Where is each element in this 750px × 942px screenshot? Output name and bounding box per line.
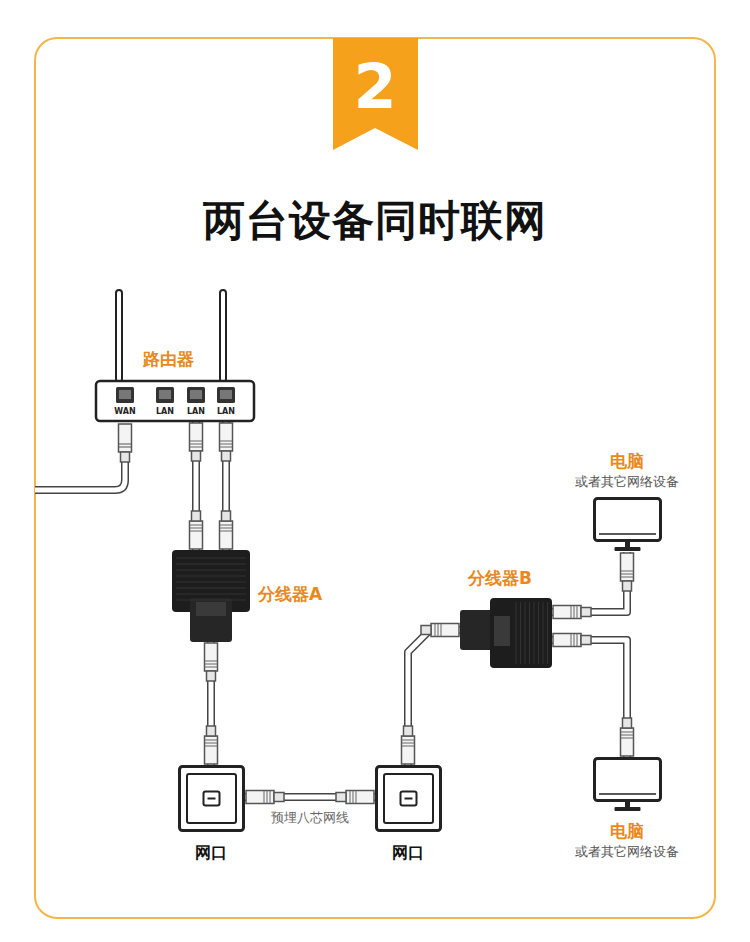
- cable-plug: [190, 423, 203, 461]
- computer: 电脑或者其它网络设备: [593, 497, 662, 552]
- node-label: 电脑: [610, 821, 644, 841]
- wall-socket: 网口: [375, 765, 442, 832]
- node-label: 路由器: [143, 349, 194, 369]
- wall-socket-shape: [178, 765, 245, 832]
- cable-plug: [220, 511, 233, 549]
- node-label: 电脑: [610, 451, 644, 471]
- cable-plug: [553, 606, 591, 619]
- cable-plug: [402, 726, 415, 764]
- splitter-a: 分线器A: [172, 550, 250, 642]
- splitter-b: 分线器B: [460, 598, 552, 668]
- node-sublabel: 或者其它网络设备: [575, 844, 679, 860]
- wall-socket-shape: [375, 765, 442, 832]
- computer-shape: [593, 757, 662, 812]
- cable-plug: [205, 726, 218, 764]
- cable-plug: [246, 791, 284, 804]
- network-cable: [220, 422, 233, 550]
- banner: [333, 38, 418, 150]
- port-label: LAN: [187, 407, 205, 417]
- splitter-a-shape: [172, 550, 250, 642]
- cable-plug: [190, 511, 203, 549]
- port-label: WAN: [114, 407, 135, 417]
- network-cable: [552, 634, 634, 758]
- computer: 电脑或者其它网络设备: [593, 757, 662, 812]
- frame: [35, 38, 715, 918]
- cable-label: 预埋八芯网线: [268, 810, 352, 826]
- wan-cable: [35, 424, 132, 490]
- network-cable: [245, 791, 375, 804]
- cable-plug: [621, 553, 634, 591]
- cable-plug: [553, 634, 591, 647]
- network-cable: [190, 422, 203, 550]
- antenna: [220, 290, 226, 382]
- node-label: 分线器B: [468, 568, 532, 588]
- node-label: 网口: [392, 843, 424, 862]
- cable-plug: [621, 718, 634, 756]
- wall-socket: 网口: [178, 765, 245, 832]
- cable-plug: [220, 423, 233, 461]
- port-label: LAN: [156, 407, 174, 417]
- router-box: 路由器WANLANLANLAN: [95, 380, 255, 422]
- node-label: 网口: [195, 843, 227, 862]
- cable-plug: [421, 624, 459, 637]
- network-cable: [205, 642, 218, 765]
- node-sublabel: 或者其它网络设备: [575, 474, 679, 490]
- network-cable: [402, 624, 461, 766]
- computer-shape: [593, 497, 662, 552]
- antenna: [116, 290, 122, 382]
- cable-plug: [205, 643, 218, 681]
- splitter-b-shape: [460, 598, 552, 668]
- network-cable: [552, 552, 634, 619]
- title: 两台设备同时联网: [203, 196, 547, 246]
- node-label: 分线器A: [258, 584, 322, 604]
- port-label: LAN: [217, 407, 235, 417]
- cable-plug: [336, 791, 374, 804]
- callout-number: 2: [353, 50, 396, 124]
